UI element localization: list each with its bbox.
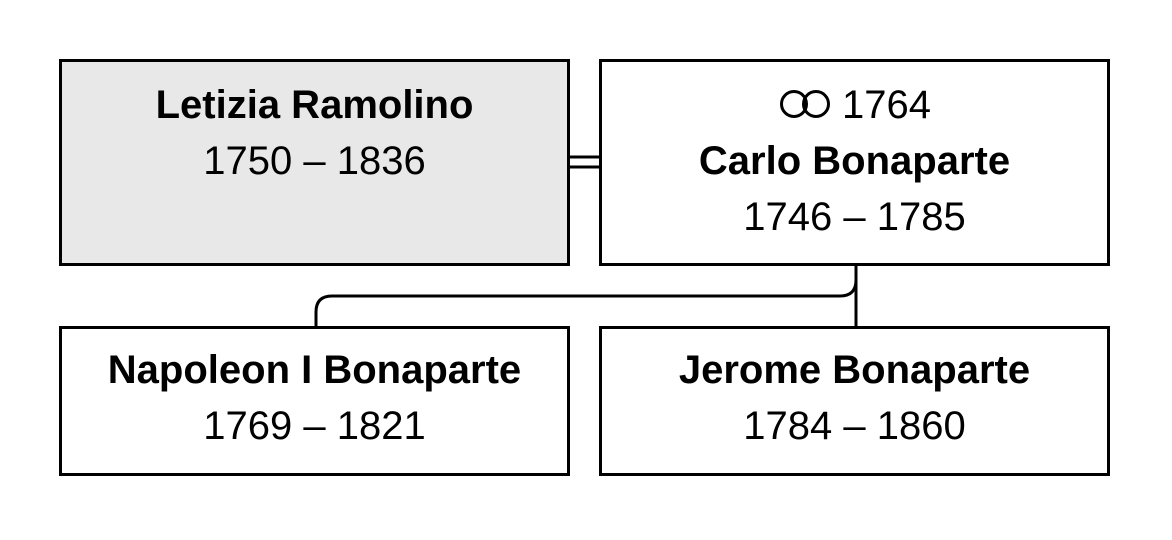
person-name: Jerome Bonaparte [678,348,1031,392]
person-box-napoleon-bonaparte[interactable]: Napoleon I Bonaparte 1769 – 1821 [59,326,570,476]
person-dates: 1769 – 1821 [203,404,426,448]
person-dates: 1750 – 1836 [203,139,426,183]
person-box-carlo-bonaparte[interactable]: 1764 Carlo Bonaparte 1746 – 1785 [599,59,1110,266]
marriage-info: 1764 [602,77,1107,133]
person-name: Napoleon I Bonaparte [107,348,522,392]
person-box-letizia-ramolino[interactable]: Letizia Ramolino 1750 – 1836 [59,59,570,266]
marriage-year: 1764 [842,83,931,127]
interlocking-rings-icon [780,90,830,119]
descendant-connector [314,266,858,326]
person-dates: 1784 – 1860 [743,404,966,448]
person-name: Letizia Ramolino [155,83,474,127]
person-name: Carlo Bonaparte [698,139,1011,183]
person-dates: 1746 – 1785 [743,195,966,239]
person-box-jerome-bonaparte[interactable]: Jerome Bonaparte 1784 – 1860 [599,326,1110,476]
